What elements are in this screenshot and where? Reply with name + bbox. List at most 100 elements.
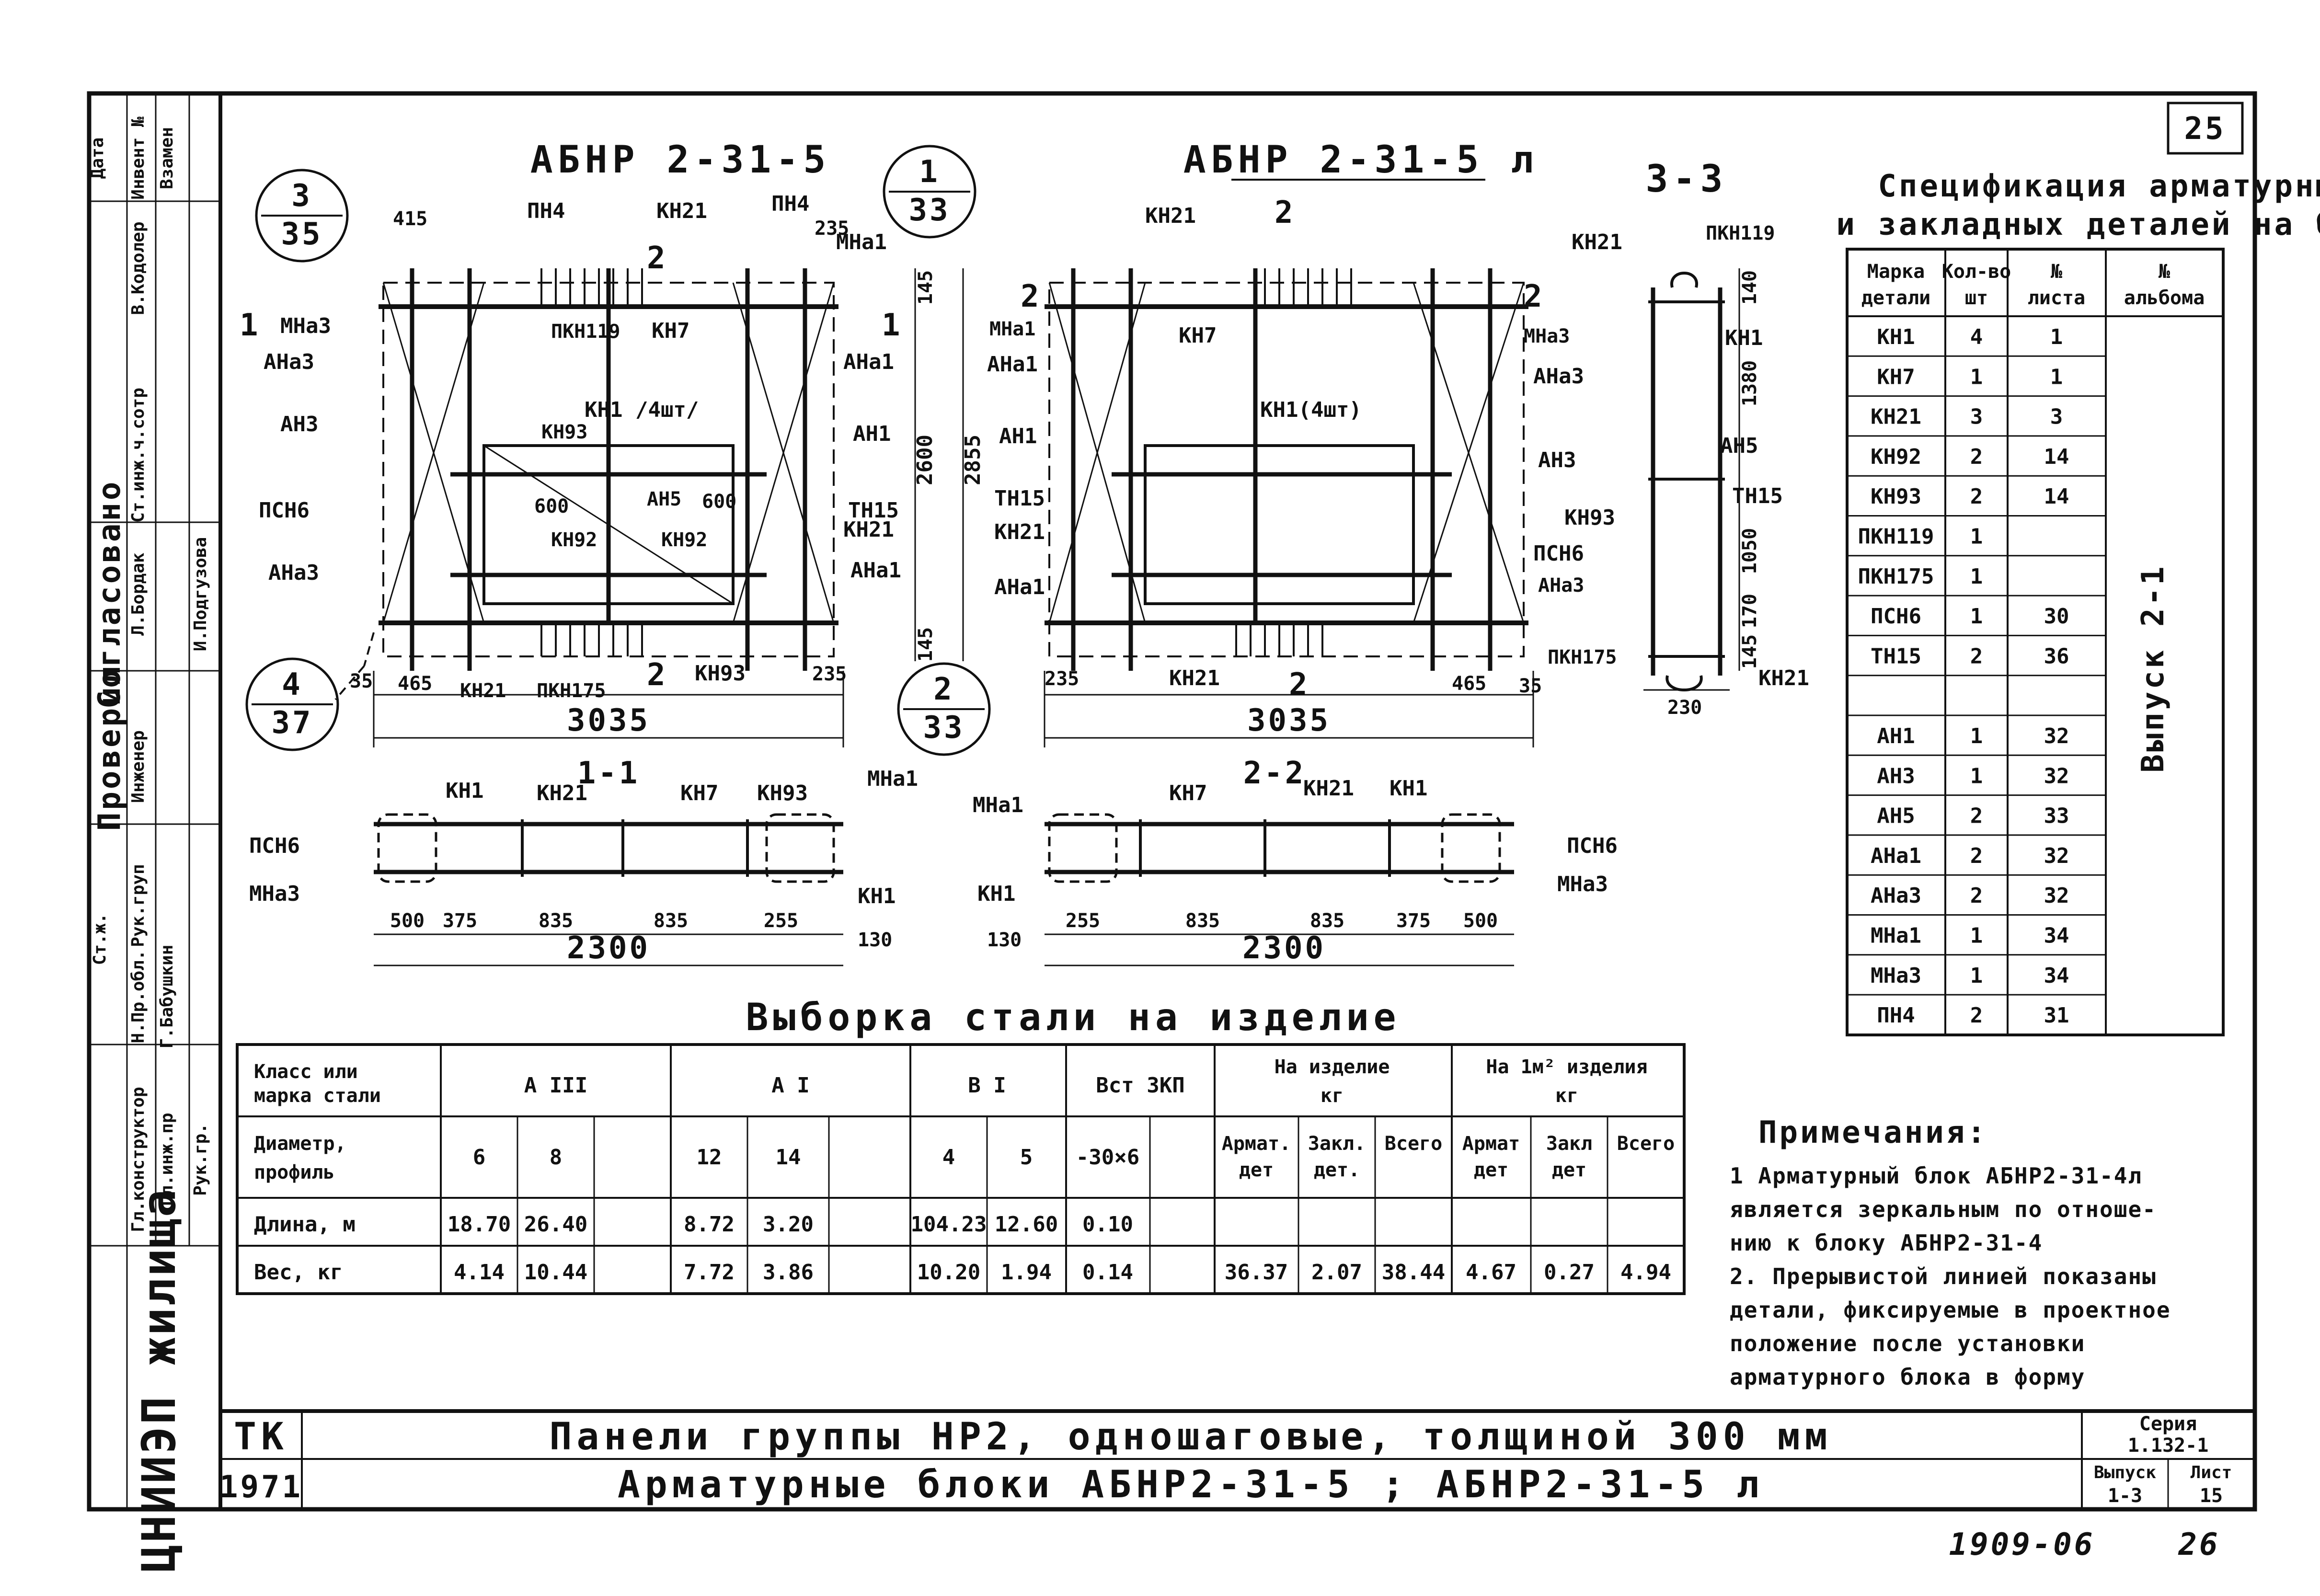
spec-row-cell: 1: [1970, 764, 1983, 788]
dim-600: 600: [534, 495, 569, 517]
label-kn92: КН92: [661, 529, 707, 551]
spec-title: Спецификация арматурных: [1878, 169, 2320, 204]
footer-page: 26: [2178, 1527, 2220, 1562]
steel-diam-cell: -30×6: [1076, 1145, 1139, 1170]
steel-class-header: Класс или: [254, 1061, 358, 1083]
label-tn15: ТН15: [848, 498, 899, 523]
steel-weight-cell: 2.07: [1311, 1260, 1362, 1285]
label-mna1: МНа1: [836, 230, 887, 254]
callout-top: 2: [933, 672, 954, 707]
label-ana3: АНа3: [1538, 574, 1584, 597]
stamp-agreed: Согласовано: [92, 480, 127, 709]
label-pkn119: ПКН119: [551, 321, 620, 343]
label-an1: АН1: [853, 422, 891, 446]
spec-header-cell: №: [2159, 261, 2170, 283]
cut-mark-2: 2: [1275, 195, 1296, 230]
right-elevation-geometry: [1044, 268, 1534, 747]
label-ana1: АНа1: [843, 350, 894, 374]
spec-row-cell: 1: [2050, 365, 2063, 389]
steel-length-cell: 8.72: [684, 1212, 735, 1237]
dim-2300: 2300: [567, 930, 650, 966]
title-block-line2: Арматурные блоки АБНР2-31-5 ; АБНР2-31-5…: [618, 1463, 1764, 1506]
spec-row-cell: 1: [2050, 325, 2063, 349]
steel-table-grid: [236, 1043, 1686, 1295]
spec-row-mark: ПСН6: [1871, 604, 1921, 629]
label-ana1: АНа1: [994, 575, 1045, 599]
spec-row-cell: 34: [2044, 924, 2069, 948]
dim-170: 170: [1739, 594, 1761, 628]
spec-row-mark: АН3: [1877, 764, 1915, 788]
dim-3035: 3035: [567, 703, 650, 738]
callout-4-37: [245, 657, 339, 751]
spec-header-cell: шт: [1965, 287, 1988, 309]
steel-diam-cell: 4: [942, 1145, 955, 1170]
note-line: является зеркальным по отноше-: [1730, 1196, 2157, 1222]
spec-row-cell: 36: [2044, 644, 2069, 668]
steel-length-cell: 18.70: [448, 1212, 511, 1237]
dim-835: 835: [539, 910, 573, 932]
title-block-line1: Панели группы НР2, одношаговые, толщиной…: [549, 1415, 1832, 1458]
stamp-cell: Инвент №: [128, 116, 148, 200]
callout-top: 4: [282, 667, 303, 702]
callout-3-35: [255, 169, 349, 263]
spec-row-cell: 14: [2044, 484, 2069, 509]
steel-diam-header: профиль: [254, 1161, 335, 1183]
label-kn21: КН21: [1169, 666, 1220, 690]
dim-255: 255: [1066, 910, 1100, 932]
label-kn21: КН21: [1145, 204, 1196, 228]
label-pkn175: ПКН175: [1548, 646, 1617, 668]
steel-row-label: Длина, м: [254, 1212, 356, 1237]
section11-title: 1-1: [577, 756, 640, 791]
label-kn1: КН1: [858, 884, 896, 908]
label-kn7: КН7: [1169, 781, 1207, 805]
stamp-cell: Ст.ж.: [90, 913, 110, 965]
dim-130: 130: [987, 929, 1022, 951]
steel-weight-cell: 0.27: [1544, 1260, 1595, 1285]
label-tn15: ТН15: [994, 486, 1045, 511]
section33-title: 3-3: [1646, 158, 1728, 201]
steel-per-m2-header: На 1м² изделия: [1486, 1056, 1647, 1078]
title-block-year: 1971: [219, 1470, 303, 1505]
steel-weight-cell: 38.44: [1382, 1260, 1445, 1285]
steel-weight-cell: 4.67: [1466, 1260, 1516, 1285]
spec-row-cell: 1: [1970, 564, 1983, 589]
dim-255: 255: [764, 910, 798, 932]
dim-235: 235: [815, 218, 849, 240]
spec-row-mark: КН21: [1871, 405, 1921, 429]
callout-top: 3: [291, 178, 312, 214]
spec-row-cell: 2: [1970, 644, 1983, 668]
label-kn93: КН93: [1564, 505, 1615, 530]
spec-row-cell: 1: [1970, 964, 1983, 988]
left-elevation-geometry: [334, 268, 964, 747]
stamp-org-logo: ЦНИИЭП жилища: [132, 1187, 186, 1572]
spec-row-mark: ТН15: [1871, 644, 1921, 668]
spec-header-cell: №: [2051, 261, 2062, 283]
spec-row-cell: 1: [1970, 604, 1983, 629]
spec-row-cell: 3: [1970, 405, 1983, 429]
label-kn21: КН21: [843, 517, 894, 542]
issue-value: 1-3: [2108, 1485, 2142, 1507]
spec-row-mark: КН7: [1877, 365, 1915, 389]
callout-1-33: [883, 145, 976, 239]
steel-subheader-cell: дет: [1474, 1159, 1508, 1181]
dim-835: 835: [1310, 910, 1344, 932]
label-kn21: КН21: [1572, 230, 1622, 254]
spec-row-cell: 2: [1970, 445, 1983, 469]
steel-per-m2-header: кг: [1555, 1085, 1578, 1107]
dim-145: 145: [915, 627, 937, 662]
steel-subheader-cell: дет: [1552, 1159, 1586, 1181]
steel-diam-header: Диаметр,: [254, 1133, 346, 1155]
stamp-cell: Н.Пр.обл.: [128, 950, 148, 1043]
dim-415: 415: [393, 208, 427, 230]
dim-465: 465: [398, 673, 432, 695]
label-kn21: КН21: [1758, 666, 1809, 690]
cut-mark-2: 2: [1524, 279, 1545, 314]
spec-header-cell: листа: [2028, 287, 2085, 309]
steel-class: В I: [968, 1073, 1006, 1098]
spec-row-cell: 4: [1970, 325, 1983, 349]
spec-subtitle: и закладных деталей на блок: [1836, 207, 2320, 242]
dim-2300: 2300: [1242, 930, 1326, 966]
sheet-label: Лист: [2191, 1463, 2232, 1482]
note-line: положение после установки: [1730, 1331, 2085, 1356]
